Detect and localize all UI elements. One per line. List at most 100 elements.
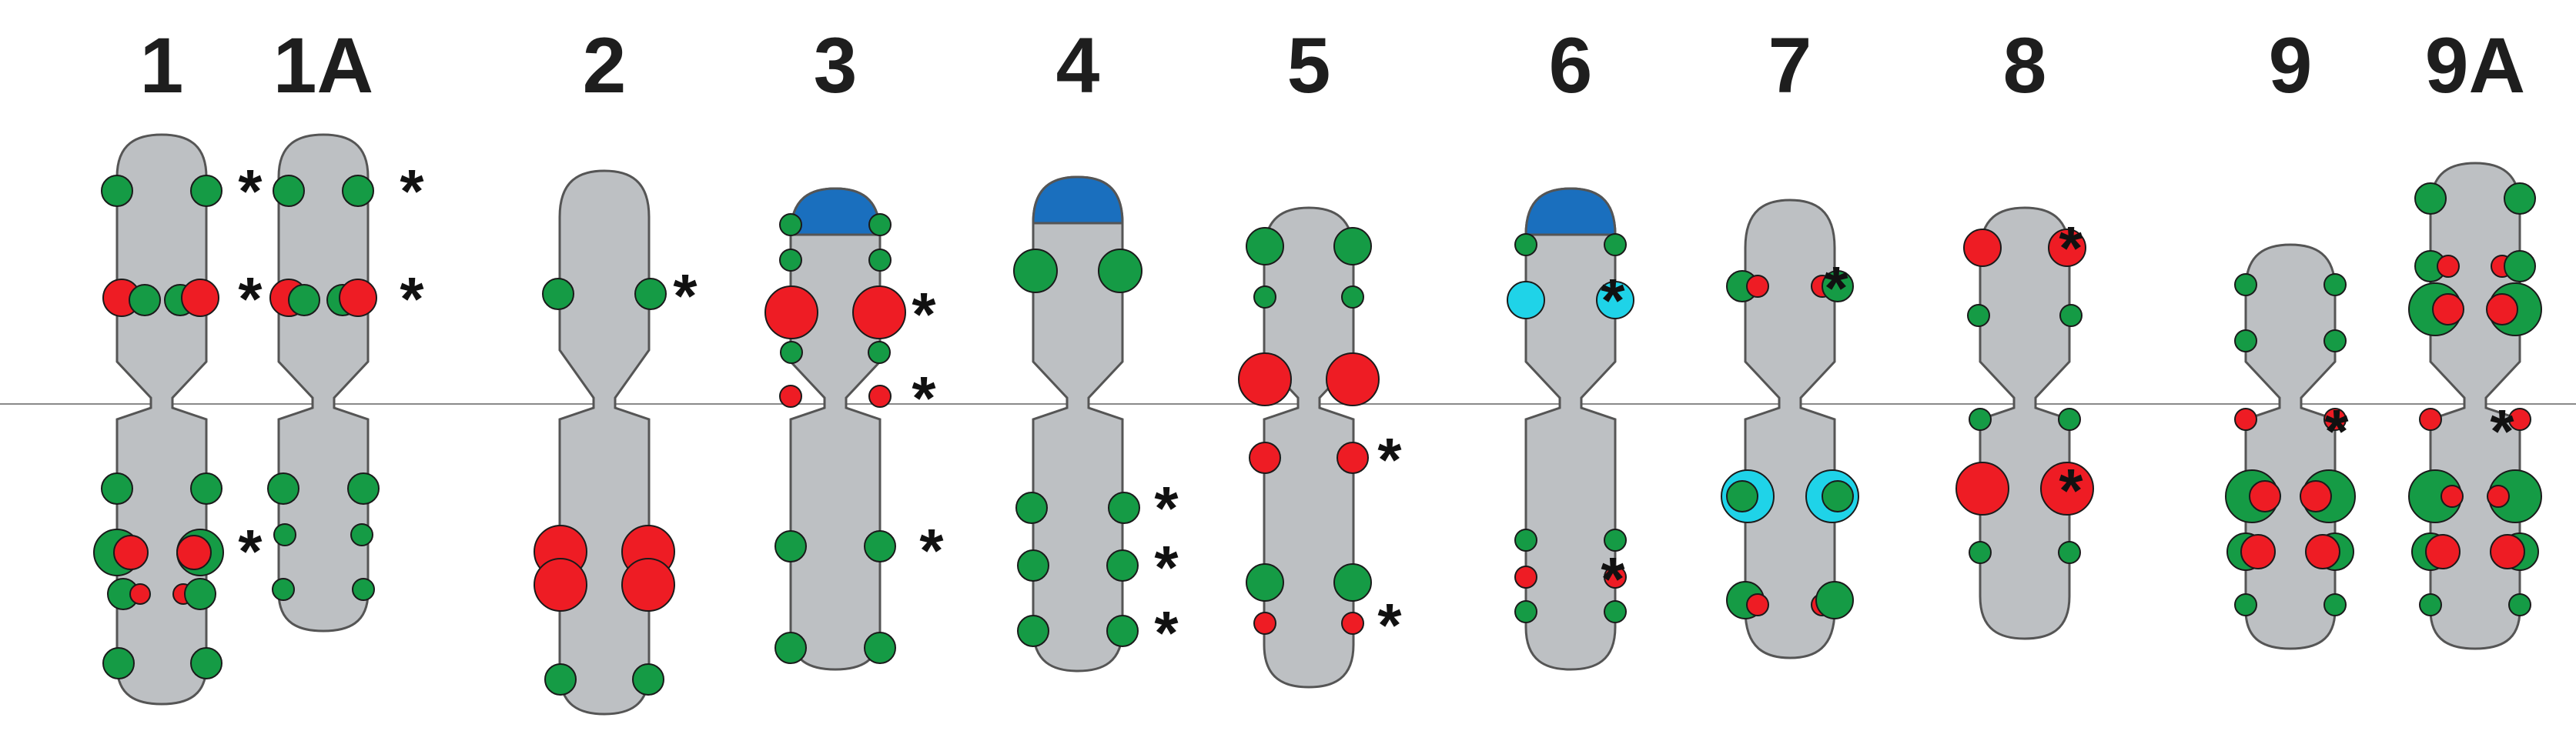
signal-green-1-6 [101, 472, 133, 505]
asterisk-marker-1-0: * [238, 157, 263, 225]
signal-green-7-5 [1726, 480, 1758, 512]
signal-red-9-4 [2234, 408, 2257, 431]
asterisk-marker-6-0: * [1601, 266, 1625, 335]
signal-green-3-11 [864, 530, 896, 562]
signal-red-8-7 [2040, 462, 2094, 516]
chromosome-label-4: 4 [1055, 22, 1100, 109]
chromosome-5 [1263, 206, 1355, 689]
asterisk-marker-8-0: * [2059, 214, 2083, 282]
signal-green-9-3 [2323, 329, 2347, 352]
asterisk-marker-1a-1: * [400, 265, 424, 333]
signal-green-5-2 [1253, 285, 1276, 309]
chromosome-6-blue-cap [1524, 187, 1617, 236]
signal-green-8-5 [2058, 408, 2081, 431]
signal-green-1a-7 [347, 472, 380, 505]
signal-red-5-4 [1238, 352, 1292, 406]
signal-green-1-16 [102, 647, 135, 679]
signal-green-5-0 [1246, 227, 1284, 265]
signal-cyan-6-3 [1596, 281, 1634, 319]
signal-red-1a-5 [339, 279, 377, 317]
signal-green-4-7 [1106, 615, 1139, 647]
signal-green-3-0 [779, 213, 802, 236]
signal-red-1-13 [129, 583, 151, 605]
signal-green-1-0 [101, 175, 133, 207]
signal-red-2-4 [534, 558, 587, 612]
signal-green-9-0 [2234, 273, 2257, 296]
signal-green-9a-20 [2419, 593, 2442, 616]
asterisk-marker-2-0: * [673, 262, 698, 330]
chromosome-2 [558, 169, 651, 716]
signal-green-1a-3 [288, 284, 320, 316]
signal-red-7-1 [1746, 275, 1769, 298]
asterisk-marker-9a-0: * [2490, 397, 2514, 466]
signal-green-4-2 [1015, 492, 1048, 524]
signal-green-4-5 [1106, 549, 1139, 582]
asterisk-marker-3-0: * [912, 280, 936, 349]
asterisk-marker-3-1: * [912, 364, 936, 432]
asterisk-marker-3-2: * [919, 516, 944, 585]
signal-green-6-5 [1604, 529, 1627, 552]
signal-red-9a-15 [2487, 485, 2510, 508]
signal-red-7-9 [1746, 593, 1769, 616]
signal-red-9a-18 [2425, 534, 2461, 569]
signal-green-3-6 [780, 341, 803, 364]
chromosome-label-8: 8 [2002, 22, 2047, 109]
signal-green-9a-0 [2414, 182, 2447, 215]
chromosome-label-1: 1 [139, 22, 184, 109]
signal-green-1a-10 [272, 578, 295, 601]
signal-red-9-8 [2249, 480, 2281, 512]
signal-red-3-8 [779, 385, 802, 408]
signal-green-9-14 [2234, 593, 2257, 616]
chromosome-1 [115, 133, 208, 706]
signal-red-9a-14 [2441, 485, 2464, 508]
signal-green-6-1 [1604, 233, 1627, 256]
asterisk-marker-7-0: * [1824, 254, 1848, 322]
signal-green-5-1 [1333, 227, 1372, 265]
signal-green-9a-5 [2504, 250, 2536, 282]
signal-green-4-4 [1017, 549, 1049, 582]
asterisk-marker-1a-0: * [400, 157, 424, 225]
asterisk-marker-4-0: * [1154, 474, 1179, 542]
signal-green-6-8 [1514, 600, 1537, 623]
signal-green-5-9 [1333, 563, 1372, 602]
signal-red-5-7 [1337, 442, 1369, 474]
asterisk-marker-4-2: * [1154, 599, 1179, 667]
signal-red-3-9 [868, 385, 892, 408]
signal-green-3-7 [868, 341, 891, 364]
asterisk-marker-5-1: * [1377, 591, 1402, 659]
chromosome-1a [277, 133, 370, 633]
signal-red-9a-9 [2486, 293, 2518, 325]
signal-green-6-9 [1604, 600, 1627, 623]
signal-green-2-7 [632, 663, 664, 696]
signal-red-8-0 [1963, 229, 2002, 267]
signal-green-6-4 [1514, 529, 1537, 552]
signal-red-9a-8 [2432, 293, 2464, 325]
signal-green-9-2 [2234, 329, 2257, 352]
signal-green-3-10 [774, 530, 807, 562]
signal-red-9a-11 [2508, 408, 2531, 431]
chromosome-label-7: 7 [1768, 22, 1812, 109]
asterisk-marker-9-0: * [2324, 397, 2349, 466]
signal-green-8-3 [2059, 304, 2083, 327]
chromosome-label-1a: 1A [273, 22, 374, 109]
signal-green-1-15 [184, 578, 216, 610]
signal-red-5-11 [1341, 612, 1364, 635]
chromosome-label-9a: 9A [2424, 22, 2526, 109]
signal-green-8-9 [2058, 541, 2081, 564]
signal-green-4-6 [1017, 615, 1049, 647]
signal-green-7-7 [1822, 480, 1854, 512]
chromosome-label-2: 2 [582, 22, 627, 109]
signal-green-4-1 [1098, 249, 1142, 293]
signal-green-1a-8 [273, 523, 296, 546]
chromosome-8 [1979, 206, 2071, 640]
chromosome-4 [1032, 175, 1124, 673]
signal-green-2-0 [542, 278, 574, 310]
signal-green-8-2 [1967, 304, 1990, 327]
signal-green-1a-0 [273, 175, 305, 207]
signal-green-3-2 [779, 249, 802, 272]
signal-red-9a-19 [2490, 534, 2525, 569]
signal-green-1-3 [129, 284, 161, 316]
signal-green-8-4 [1969, 408, 1992, 431]
signal-green-3-3 [868, 249, 892, 272]
signal-green-6-0 [1514, 233, 1537, 256]
